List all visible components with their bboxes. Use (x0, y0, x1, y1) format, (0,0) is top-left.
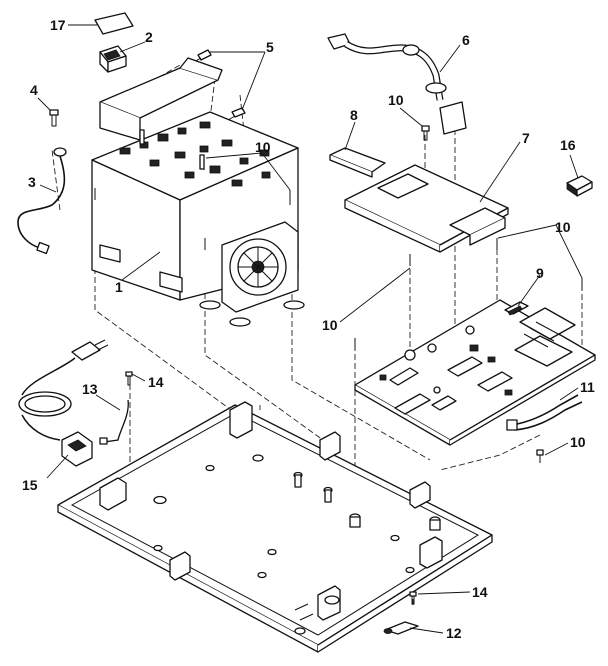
base-chassis (57, 401, 493, 653)
callout-14-upper: 14 (148, 374, 164, 390)
callout-12: 12 (446, 625, 462, 641)
callout-6: 6 (462, 32, 470, 48)
part-4-screw (49, 109, 59, 127)
part-8-bracket (329, 147, 386, 178)
callout-10-psu: 10 (255, 139, 271, 155)
callout-numbers: 17 2 5 4 6 10 10 8 7 16 3 10 1 10 9 14 1… (22, 17, 595, 641)
part-1-power-supply (91, 57, 305, 327)
callout-7: 7 (522, 130, 530, 146)
callout-leader-lines (37, 24, 583, 634)
callout-14-lower: 14 (472, 584, 488, 600)
part-12-latch (383, 621, 419, 635)
callout-17: 17 (50, 17, 66, 33)
main-circuit-board (354, 299, 596, 446)
callout-8: 8 (350, 107, 358, 123)
callout-4: 4 (30, 82, 38, 98)
part-6-cable-harness (327, 33, 467, 135)
part-9-connector (504, 301, 529, 316)
part-5-screws (191, 49, 246, 121)
part-3-ground-cable (17, 147, 67, 255)
part-10-screws-right (354, 238, 583, 463)
part-14-screw-upper (125, 371, 133, 386)
part-15-power-inlet-cord (18, 339, 109, 467)
callout-9: 9 (536, 265, 544, 281)
part-14-screw-lower (409, 591, 417, 605)
callout-10-right: 10 (555, 219, 571, 235)
part-13-wire (99, 399, 129, 445)
callout-11: 11 (580, 379, 595, 395)
callout-10-top: 10 (388, 92, 404, 108)
part-17-label-plate (94, 12, 134, 35)
callout-15: 15 (22, 477, 38, 493)
callout-2: 2 (145, 29, 153, 45)
callout-10-board: 10 (322, 317, 338, 333)
callout-13: 13 (82, 381, 98, 397)
part-10-screw-top (421, 125, 430, 141)
callout-16: 16 (560, 137, 576, 153)
callout-3: 3 (28, 174, 36, 190)
part-10-screws-psu (94, 156, 291, 250)
part-11-wire (506, 394, 583, 431)
callout-5: 5 (266, 39, 274, 55)
part-7-shield-cover (344, 164, 509, 253)
callout-1: 1 (115, 279, 123, 295)
callout-10-lower: 10 (570, 434, 586, 450)
part-2-power-switch (99, 45, 127, 73)
part-16-block (566, 175, 593, 197)
